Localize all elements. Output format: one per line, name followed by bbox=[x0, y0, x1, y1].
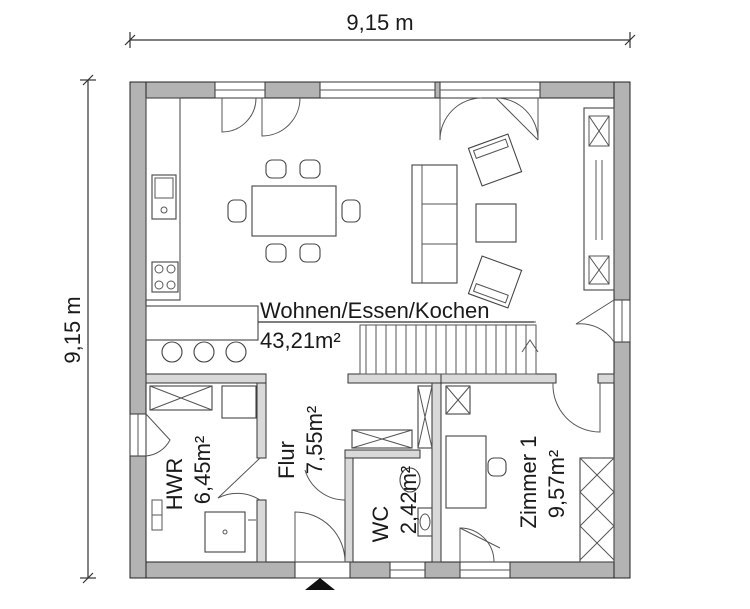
room-area: 9,57m² bbox=[544, 450, 569, 518]
entrance-arrow-icon bbox=[305, 578, 335, 590]
room-name: Zimmer 1 bbox=[516, 436, 541, 529]
width-dimension-label: 9,15 m bbox=[346, 10, 413, 35]
room-area: 6,45m² bbox=[190, 436, 215, 504]
room-area: 2,42m² bbox=[396, 466, 421, 534]
room-label-hwr: HWR 6,45m² bbox=[162, 436, 215, 511]
room-label-flur: Flur 7,55m² bbox=[274, 406, 327, 479]
room-area: 7,55m² bbox=[302, 406, 327, 474]
dining-table bbox=[227, 159, 361, 263]
room-label-wc: WC 2,42m² bbox=[368, 466, 421, 543]
dimension-width: 9,15 m bbox=[124, 10, 636, 48]
dimension-height: 9,15 m bbox=[60, 74, 96, 584]
doors bbox=[145, 97, 615, 563]
height-dimension-label: 9,15 m bbox=[60, 296, 85, 363]
wc-fixtures bbox=[351, 385, 433, 537]
zimmer-fixtures bbox=[445, 385, 615, 563]
hwr-fixtures bbox=[149, 385, 257, 553]
room-area: 43,21m² bbox=[260, 328, 341, 353]
room-label-wohnen: Wohnen/Essen/Kochen 43,21m² bbox=[258, 298, 534, 353]
kitchen-counter bbox=[145, 97, 259, 363]
room-name: HWR bbox=[162, 458, 187, 511]
tv-cabinet bbox=[583, 107, 615, 291]
windows bbox=[129, 81, 631, 579]
room-label-zimmer: Zimmer 1 9,57m² bbox=[516, 436, 569, 529]
sofa bbox=[411, 133, 523, 309]
room-name: Wohnen/Essen/Kochen bbox=[260, 298, 490, 323]
room-name: WC bbox=[368, 506, 393, 543]
room-name: Flur bbox=[274, 441, 299, 479]
